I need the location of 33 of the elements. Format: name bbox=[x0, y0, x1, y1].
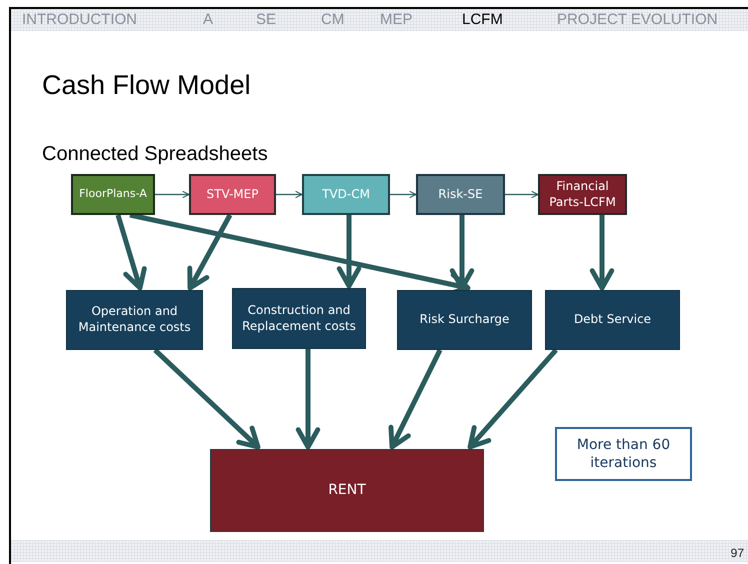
arrow bbox=[155, 190, 190, 198]
arrow bbox=[336, 215, 362, 288]
arrow bbox=[116, 214, 147, 290]
process-box: FloorPlans-A bbox=[71, 174, 155, 215]
nav-tab-label: INTRODUCTION bbox=[22, 11, 137, 28]
process-box: Construction and Replacement costs bbox=[232, 288, 366, 349]
arrow bbox=[590, 215, 614, 290]
process-box: STV-MEP bbox=[189, 174, 276, 215]
process-box: Risk Surcharge bbox=[397, 290, 532, 350]
section-heading: Connected Spreadsheets bbox=[42, 143, 268, 166]
nav-tab-label: CM bbox=[321, 11, 344, 28]
process-box: Operation and Maintenance costs bbox=[66, 290, 203, 350]
arrow bbox=[276, 190, 303, 198]
arrow bbox=[153, 348, 260, 450]
arrow bbox=[296, 349, 320, 450]
nav-tab-label: A bbox=[203, 11, 214, 28]
process-box: Debt Service bbox=[545, 290, 680, 350]
arrow bbox=[388, 348, 442, 450]
arrow bbox=[390, 190, 417, 198]
process-box: Financial Parts-LCFM bbox=[538, 174, 627, 215]
process-box: TVD-CM bbox=[302, 174, 390, 215]
nav-tab-label: SE bbox=[256, 11, 276, 28]
slide-title: Cash Flow Model bbox=[42, 70, 251, 101]
nav-tab-label: MEP bbox=[380, 11, 413, 28]
process-box: RENT bbox=[210, 449, 484, 532]
process-box: Risk-SE bbox=[416, 174, 505, 215]
arrow bbox=[505, 190, 539, 198]
page-number: 97 bbox=[730, 546, 744, 560]
nav-tab-label: LCFM bbox=[462, 11, 503, 28]
nav-tab-label: PROJECT EVOLUTION bbox=[557, 11, 718, 28]
arrow bbox=[468, 348, 558, 450]
note-box: More than 60 iterations bbox=[555, 427, 692, 481]
arrow bbox=[187, 214, 232, 290]
